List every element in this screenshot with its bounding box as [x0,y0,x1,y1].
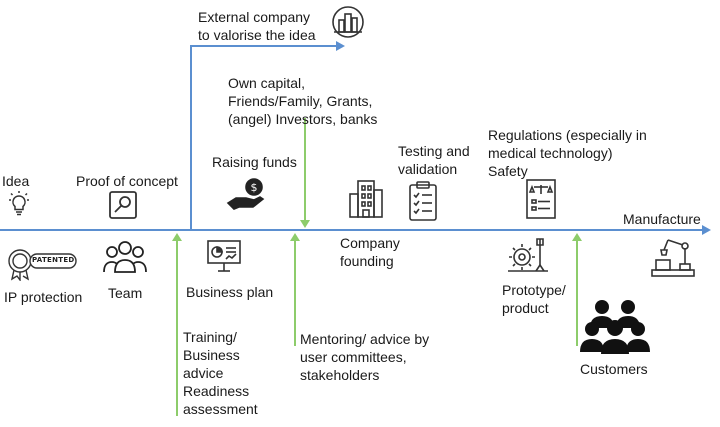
branch-horizontal-line [190,45,338,47]
label-proof-of-concept: Proof of concept [76,173,178,189]
training-arrow-line [176,240,178,416]
team-icon [102,238,148,278]
lightbulb-icon [6,190,32,218]
robot-arm-icon [650,236,696,280]
patent-seal-icon [6,245,78,281]
label-customers: Customers [580,361,648,377]
label-manufacture: Manufacture [623,211,701,227]
label-ip-protection: IP protection [4,289,83,305]
mentoring-arrow-line [294,240,296,346]
customers-arrow-line [576,240,578,346]
building-icon [348,178,384,220]
customers-arrowhead [572,233,582,241]
label-prototype-product: Prototype/ product [502,282,566,316]
timeline-main-line [0,229,706,231]
mentoring-arrowhead [290,233,300,241]
label-mentoring: Mentoring/ advice by user committees, st… [300,331,430,383]
funding-arrowhead [300,220,310,228]
label-training: Training/ Business advice Readiness asse… [183,329,258,417]
label-company-founding: Company founding [340,235,400,269]
training-arrowhead [172,233,182,241]
presentation-board-icon [206,238,242,274]
label-team: Team [108,285,143,301]
regulation-document-icon [524,178,558,220]
label-idea: Idea [2,173,30,189]
city-globe-icon [330,4,366,40]
branch-vertical-line [190,45,192,230]
timeline-main-arrowhead [702,225,711,235]
label-own-capital: Own capital, Friends/Family, Grants, (an… [228,75,378,127]
funding-arrow-line [304,118,306,222]
label-testing-validation: Testing and validation [398,143,470,177]
label-external-company: External company to valorise the idea [198,9,316,43]
money-hand-icon: $ [226,177,270,213]
patent-badge-text: PATENTED [32,256,75,264]
svg-text:$: $ [251,181,258,194]
label-raising-funds: Raising funds [212,154,297,170]
magnifier-icon [108,190,138,220]
branch-arrowhead [336,41,345,51]
label-business-plan: Business plan [186,284,274,300]
customers-group-icon [580,298,650,356]
label-regulations: Regulations (especially in medical techn… [488,127,647,179]
clipboard-checklist-icon [407,180,439,222]
prototype-tools-icon [506,235,550,275]
